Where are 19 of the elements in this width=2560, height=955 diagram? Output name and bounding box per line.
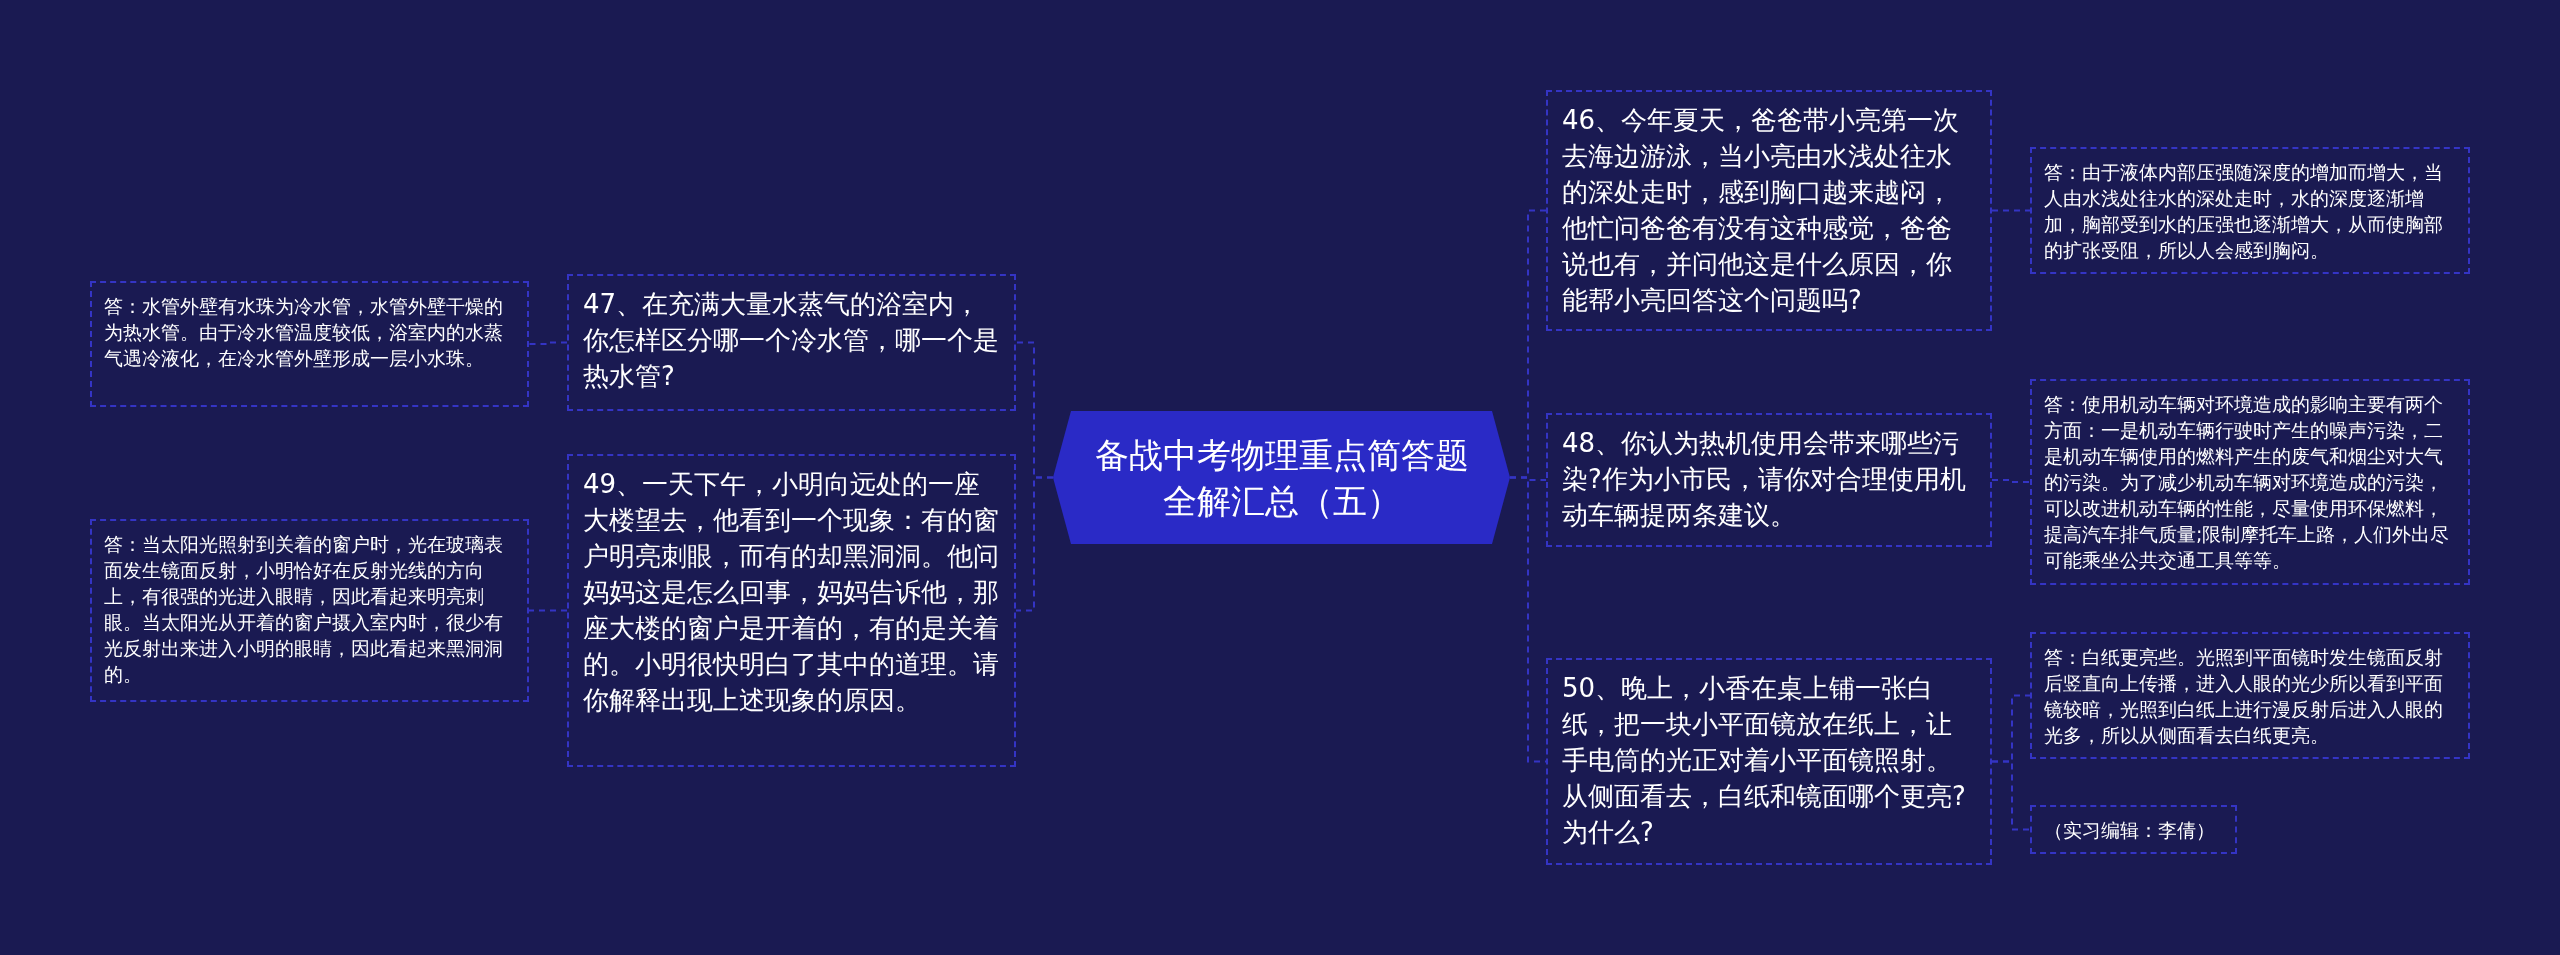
title-hexagon: 备战中考物理重点简答题全解汇总（五） [1053, 411, 1510, 544]
connector-line [1991, 209, 2031, 212]
answer-box: 答：白纸更亮些。光照到平面镜时发生镜面反射后竖直向上传播，进入人眼的光少所以看到平面镜较暗，光照到白纸上进行漫反射后进入人眼的光多，所以从侧面看去白纸更亮。 [2030, 632, 2470, 759]
answer-box: 答：由于液体内部压强随深度的增加而增大，当人由水浅处往水的深处走时，水的深度逐渐增加，胸部受到水的压强也逐渐增大，从而使胸部的扩张受阻，所以人会感到胸闷。 [2030, 147, 2470, 274]
answer-box: 答：当太阳光照射到关着的窗户时，光在玻璃表面发生镜面反射，小明恰好在反射光线的方向上，有很强的光进入眼睛，因此看起来明亮刺眼。当太阳光从开着的窗户摄入室内时，很少有光反射出来进入小明的眼睛，因此看起来黑洞洞的。 [90, 519, 529, 702]
connector-line [1991, 479, 2031, 483]
question-box: 47、在充满大量水蒸气的浴室内，你怎样区分哪一个冷水管，哪一个是热水管? [567, 274, 1016, 411]
question-box: 50、晚上，小香在桌上铺一张白纸，把一块小平面镜放在纸上，让手电筒的光正对着小平面镜照射。从侧面看去，白纸和镜面哪个更亮?为什么? [1546, 658, 1992, 865]
question-box: 48、你认为热机使用会带来哪些污染?作为小市民，请你对合理使用机动车辆提两条建议。 [1546, 413, 1992, 547]
connector-line [1509, 476, 1547, 763]
question-box: 46、今年夏天，爸爸带小亮第一次去海边游泳，当小亮由水浅处往水的深处走时，感到胸口越来越闷，他忙问爸爸有没有这种感觉，爸爸说也有，并问他这是什么原因，你能帮小亮回答这个问题吗? [1546, 90, 1992, 331]
connector-line [528, 609, 568, 612]
connector-line [1015, 476, 1054, 612]
answer-box: （实习编辑：李倩） [2030, 805, 2237, 854]
answer-box: 答：水管外壁有水珠为冷水管，水管外壁干燥的为热水管。由于冷水管温度较低，浴室内的水蒸气遇冷液化，在冷水管外壁形成一层小水珠。 [90, 281, 529, 407]
question-box: 49、一天下午，小明向远处的一座大楼望去，他看到一个现象：有的窗户明亮刺眼，而有的却黑洞洞。他问妈妈这是怎么回事，妈妈告诉他，那座大楼的窗户是开着的，有的是关着的。小明很快明白了其中的道理。请你解释出现上述现象的原因。 [567, 454, 1016, 767]
answer-box: 答：使用机动车辆对环境造成的影响主要有两个方面：一是机动车辆行驶时产生的噪声污染，二是机动车辆使用的燃料产生的废气和烟尘对大气的污染。为了减少机动车辆对环境造成的污染，可以改进机动车辆的性能，尽量使用环保燃料，提高汽车排气质量;限制摩托车上路，人们外出尽可能乘坐公共交通工具等等。 [2030, 379, 2470, 585]
connector-line [1991, 760, 2031, 831]
connector-line [528, 341, 568, 345]
